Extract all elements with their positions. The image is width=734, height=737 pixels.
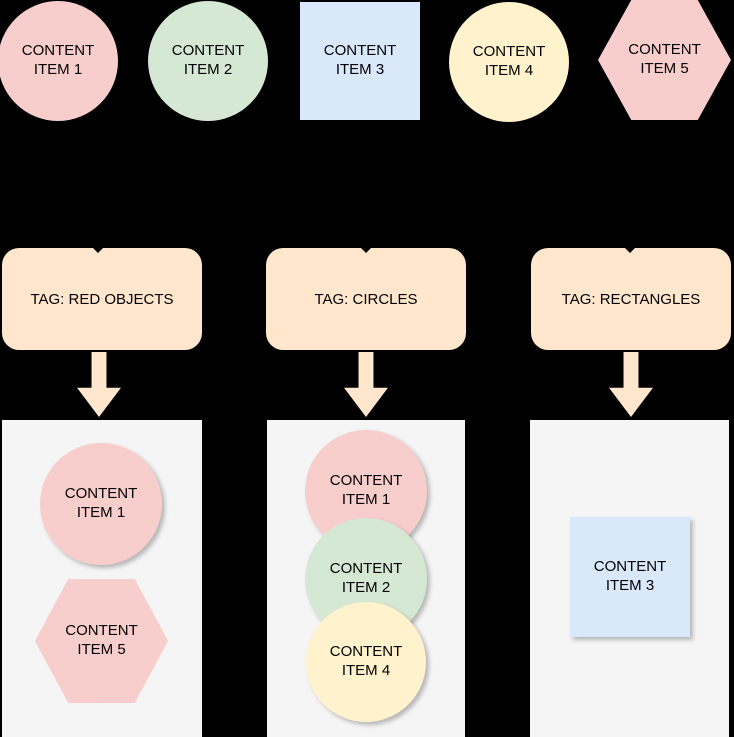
tag-circles-label: TAG: CIRCLES	[314, 290, 418, 308]
top-content-item-5-label: CONTENT ITEM 5	[628, 41, 701, 77]
top-content-item-3-label: CONTENT ITEM 3	[323, 42, 397, 78]
group-red-objects-item-1: CONTENT ITEM 1	[40, 443, 162, 565]
group-circles-item-4-label: CONTENT ITEM 4	[329, 643, 403, 679]
group-circles-item-1: CONTENT ITEM 1	[305, 430, 427, 552]
top-content-item-3: CONTENT ITEM 3	[300, 2, 420, 120]
top-content-item-4: CONTENT ITEM 4	[449, 2, 569, 122]
top-content-item-1: CONTENT ITEM 1	[0, 1, 118, 121]
down-arrow-icon	[609, 352, 653, 417]
group-red-objects-item-5: CONTENT ITEM 5	[35, 579, 168, 703]
connector-arrowhead-icon	[361, 248, 371, 253]
group-circles-item-1-label: CONTENT ITEM 1	[329, 472, 403, 508]
top-content-item-2: CONTENT ITEM 2	[148, 1, 268, 121]
tag-rectangles: TAG: RECTANGLES	[531, 248, 731, 350]
down-arrow-icon	[344, 352, 388, 417]
tag-rectangles-label: TAG: RECTANGLES	[561, 290, 701, 308]
connector-arrowhead-icon	[625, 248, 635, 253]
tag-red-objects: TAG: RED OBJECTS	[2, 248, 202, 350]
top-content-item-5: CONTENT ITEM 5	[598, 0, 731, 120]
group-red-objects-item-5-label: CONTENT ITEM 5	[65, 622, 138, 658]
top-content-item-4-label: CONTENT ITEM 4	[472, 43, 546, 79]
connector-arrowhead-icon	[93, 248, 103, 253]
top-content-item-1-label: CONTENT ITEM 1	[21, 42, 95, 78]
down-arrow-icon	[77, 352, 121, 417]
group-rectangles-item-3-label: CONTENT ITEM 3	[593, 558, 667, 594]
top-content-item-2-label: CONTENT ITEM 2	[171, 42, 245, 78]
group-circles-item-4: CONTENT ITEM 4	[306, 602, 426, 722]
group-circles-item-2-label: CONTENT ITEM 2	[329, 560, 403, 596]
tag-red-objects-label: TAG: RED OBJECTS	[30, 290, 174, 308]
tag-circles: TAG: CIRCLES	[266, 248, 466, 350]
group-rectangles-item-3: CONTENT ITEM 3	[570, 517, 690, 637]
group-red-objects-item-1-label: CONTENT ITEM 1	[64, 485, 138, 521]
